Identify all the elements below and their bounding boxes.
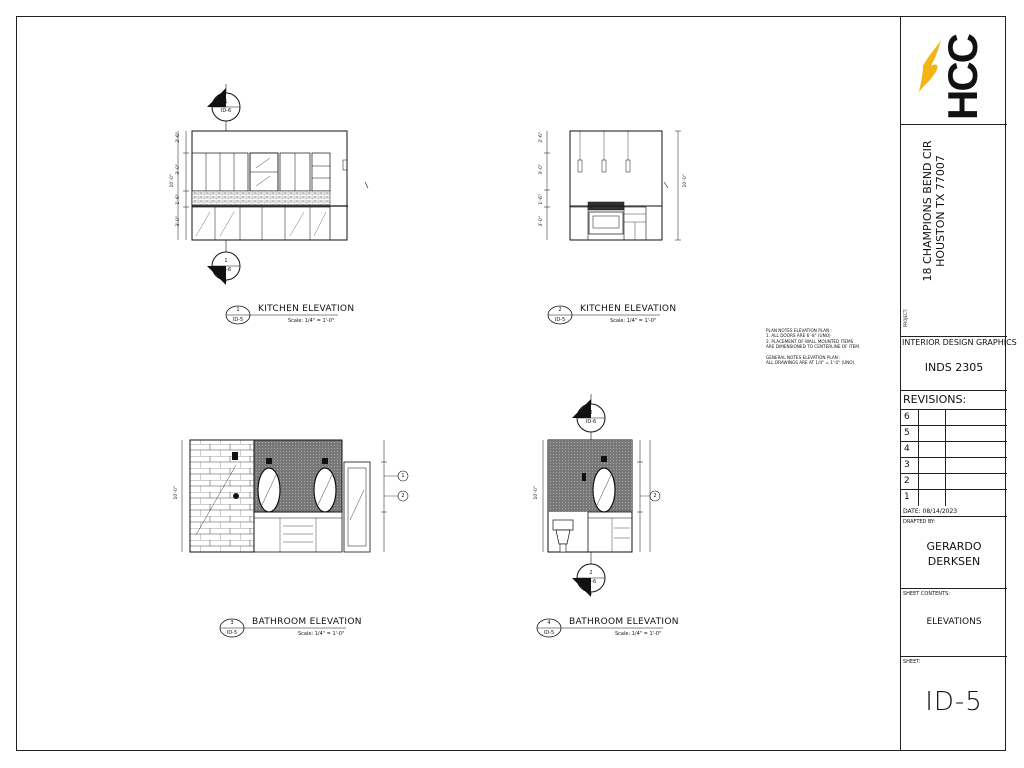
sheet-contents-value: ELEVATIONS bbox=[926, 617, 982, 627]
marker-b4-top-num: 2 bbox=[589, 410, 593, 416]
revision-row: 4 bbox=[901, 441, 1007, 458]
elevation-tags bbox=[219, 305, 663, 638]
elev-3-sheet: ID-5 bbox=[226, 630, 238, 636]
marker-b4-top-sheet: ID-6 bbox=[585, 419, 597, 425]
section-marker-k1-bottom bbox=[207, 240, 241, 285]
revision-row: 5 bbox=[901, 425, 1007, 442]
note-line-6: ALL DRAWINGS ARE AT 1/4" = 1'-0" (UNO) bbox=[766, 360, 855, 366]
revisions-label: REVISIONS: bbox=[903, 393, 967, 406]
elev-2-scale: Scale: 1/4" = 1'-0" bbox=[610, 318, 657, 324]
revision-num: 2 bbox=[904, 476, 910, 486]
elev-3-num: 3 bbox=[230, 620, 234, 626]
note-line-3: 2. PLACEMENT OF WALL MOUNTED ITEMS bbox=[766, 338, 854, 344]
dim-b3-total: 10'-0" bbox=[174, 486, 179, 500]
marker-k1-bottom-sheet: ID-6 bbox=[220, 267, 232, 273]
dim-k1-2: 3'-0" bbox=[176, 164, 181, 175]
drawing-area bbox=[177, 84, 681, 638]
elev-3-scale: Scale: 1/4" = 1'-0" bbox=[298, 631, 345, 637]
drafted-by-label: DRAFTED BY: bbox=[903, 519, 936, 525]
hcc-logo-icon bbox=[919, 38, 941, 92]
date-text: DATE: 08/14/2023 bbox=[903, 508, 958, 515]
grid-tag-2: 2 bbox=[401, 493, 405, 499]
elev-1-title: KITCHEN ELEVATION bbox=[258, 304, 355, 314]
dim-k1-3: 1'-6" bbox=[176, 194, 181, 205]
revision-row: 2 bbox=[901, 473, 1007, 490]
grid-tag-1: 1 bbox=[401, 473, 405, 479]
grid-tag-3: 2 bbox=[653, 493, 657, 499]
plan-notes: PLAN NOTES ELEVATION PLAN : 1. ALL DOORS… bbox=[766, 328, 886, 365]
bathroom-elevation-4 bbox=[542, 439, 661, 553]
section-marker-k1-top bbox=[207, 84, 241, 131]
dim-k2-3: 1'-6" bbox=[539, 194, 544, 205]
sheet-number: ID-5 bbox=[925, 687, 983, 717]
marker-b4-bottom-num: 2 bbox=[589, 570, 593, 576]
project-line-2: HOUSTON TX 77007 bbox=[934, 155, 947, 267]
logo-text: HCC bbox=[939, 35, 986, 120]
kitchen-elevation-1 bbox=[177, 130, 369, 241]
project-label: PROJECT: bbox=[903, 308, 908, 327]
elev-4-title: BATHROOM ELEVATION bbox=[569, 617, 679, 627]
revision-row: 1 bbox=[901, 489, 1007, 506]
section-marker-b4-bottom bbox=[572, 552, 606, 597]
kitchen-elevation-2 bbox=[544, 130, 681, 241]
elev-1-num: 1 bbox=[236, 307, 240, 313]
dim-k1-total: 10'-0" bbox=[170, 174, 175, 188]
elev-3-title: BATHROOM ELEVATION bbox=[252, 617, 362, 627]
sheet-contents-label: SHEET CONTENTS: bbox=[903, 591, 950, 597]
project-address: 18 CHAMPIONS BEND CIR HOUSTON TX 77007 bbox=[921, 131, 947, 291]
bathroom-elevation-3 bbox=[181, 439, 409, 553]
sheet-label: SHEET: bbox=[903, 659, 921, 665]
revision-row: 6 bbox=[901, 409, 1007, 426]
course-section: INTERIOR DESIGN GRAPHICS INDS 2305 bbox=[901, 336, 1017, 390]
revision-num: 4 bbox=[904, 444, 910, 454]
dim-k2-1: 2'-6" bbox=[539, 132, 544, 143]
drafter-name: GERARDO DERKSEN bbox=[901, 539, 1007, 569]
project-section: PROJECT: 18 CHAMPIONS BEND CIR HOUSTON T… bbox=[901, 124, 1007, 336]
dim-k2-2: 3'-0" bbox=[539, 164, 544, 175]
elev-4-num: 4 bbox=[547, 620, 551, 626]
revisions-section: REVISIONS: 6 5 4 3 2 1 DATE: 08/14/2023 bbox=[901, 390, 1007, 520]
drafter-line-1: GERARDO bbox=[926, 540, 982, 553]
elev-4-scale: Scale: 1/4" = 1'-0" bbox=[615, 631, 662, 637]
elev-1-scale: Scale: 1/4" = 1'-0" bbox=[288, 318, 335, 324]
sheet-contents-section: SHEET CONTENTS: ELEVATIONS bbox=[901, 588, 1007, 656]
elev-1-sheet: ID-5 bbox=[232, 317, 244, 323]
marker-b4-bottom-sheet: ID-6 bbox=[585, 579, 597, 585]
revision-num: 6 bbox=[904, 412, 910, 422]
elev-2-num: 2 bbox=[558, 307, 562, 313]
project-line-1: 18 CHAMPIONS BEND CIR bbox=[921, 140, 934, 282]
note-line-2: 1. ALL DOORS ARE 6'-8" (UNO) bbox=[766, 333, 831, 339]
section-marker-b4-top bbox=[572, 394, 606, 440]
marker-k1-bottom-num: 1 bbox=[224, 258, 228, 264]
note-line-1: PLAN NOTES ELEVATION PLAN : bbox=[766, 328, 832, 333]
dim-k2-total: 10'-0" bbox=[683, 174, 688, 188]
drafted-section: DRAFTED BY: GERARDO DERKSEN bbox=[901, 516, 1007, 588]
dim-k1-4: 3'-0" bbox=[176, 216, 181, 227]
marker-k1-top-num: 1 bbox=[224, 99, 228, 105]
title-block: HCC PROJECT: 18 CHAMPIONS BEND CIR HOUST… bbox=[900, 16, 1017, 751]
dim-b4-total: 10'-0" bbox=[534, 486, 539, 500]
dim-k2-4: 3'-0" bbox=[539, 216, 544, 227]
drafter-line-2: DERKSEN bbox=[927, 555, 981, 568]
revision-num: 3 bbox=[904, 460, 910, 470]
course-code: INDS 2305 bbox=[924, 361, 984, 374]
revision-num: 1 bbox=[904, 492, 910, 502]
marker-k1-top-sheet: ID-6 bbox=[220, 108, 232, 114]
revision-num: 5 bbox=[904, 428, 910, 438]
course-name: INTERIOR DESIGN GRAPHICS bbox=[902, 338, 1017, 347]
elev-2-sheet: ID-5 bbox=[554, 317, 566, 323]
dim-k1-1: 2'-6" bbox=[176, 132, 181, 143]
elev-4-sheet: ID-5 bbox=[543, 630, 555, 636]
sheet-number-section: SHEET: ID-5 bbox=[901, 656, 1007, 751]
drawing-sheet-border bbox=[16, 16, 1006, 751]
elev-2-title: KITCHEN ELEVATION bbox=[580, 304, 677, 314]
revision-row: 3 bbox=[901, 457, 1007, 474]
logo-area: HCC bbox=[901, 16, 1007, 124]
note-line-4: ARE DIMENSIONED TO CENTERLINE OF ITEM. bbox=[766, 344, 861, 350]
note-line-5: GENERAL NOTES ELEVATION PLAN : bbox=[766, 354, 841, 360]
